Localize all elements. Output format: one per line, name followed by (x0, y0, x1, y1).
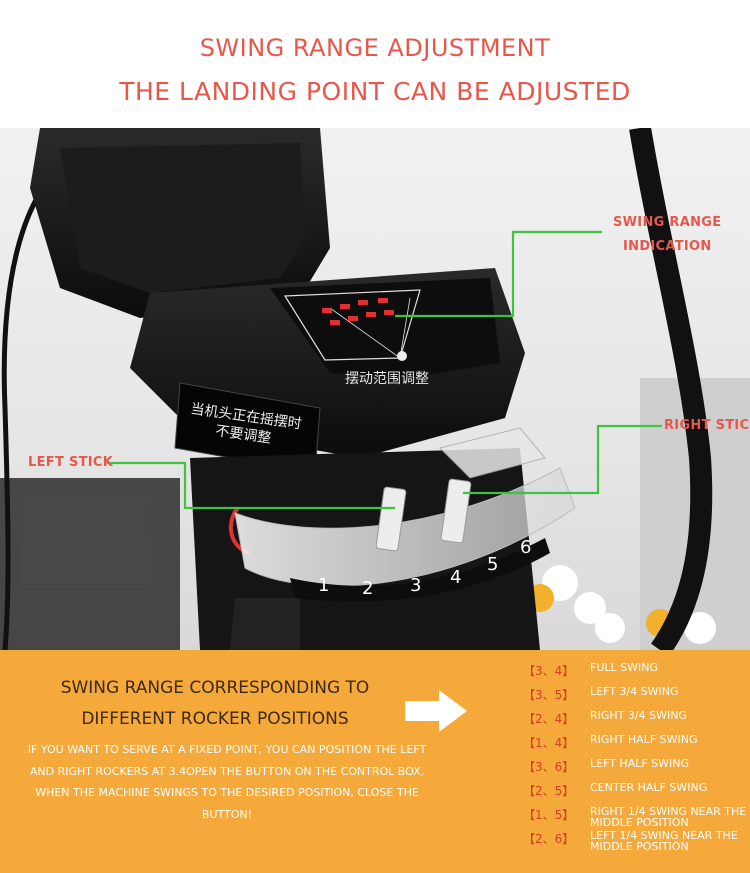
swing-range-callout-line2: INDICATION (623, 239, 712, 254)
scale-number: 3 (410, 575, 421, 596)
list-item: 【2、6】 LEFT 1/4 SWING NEAR THE MIDDLE POS… (523, 830, 748, 854)
list-item: 【2、5】 CENTER HALF SWING (523, 782, 748, 806)
scale-number: 1 (318, 575, 329, 596)
left-stick-callout-line (107, 461, 395, 510)
header-title: SWING RANGE ADJUSTMENT (199, 34, 551, 62)
position-code: 【3、4】 (523, 664, 575, 678)
list-item: 【3、5】 LEFT 3/4 SWING (523, 686, 748, 710)
swing-range-callout-line1: SWING RANGE (613, 215, 722, 230)
left-stick-callout: LEFT STICK (28, 455, 114, 470)
right-stick-callout-line (463, 424, 662, 495)
right-stick-callout: RIGHT STICK (664, 418, 750, 433)
position-code: 【2、6】 (523, 832, 575, 846)
position-description: CENTER HALF SWING (590, 781, 708, 794)
device-label: 摆动范围调整 (345, 370, 429, 387)
list-item: 【3、6】 LEFT HALF SWING (523, 758, 748, 782)
description-line: AND RIGHT ROCKERS AT 3.4OPEN THE BUTTON … (29, 764, 425, 778)
position-code: 【3、5】 (523, 688, 575, 702)
swing-range-callout-line (395, 230, 602, 318)
position-description: LEFT HALF SWING (590, 757, 690, 770)
info-panel: SWING RANGE CORRESPONDING TO DIFFERENT R… (0, 650, 750, 873)
panel-title-line2: DIFFERENT ROCKER POSITIONS (81, 709, 349, 729)
scale-number: 5 (487, 554, 498, 575)
panel-title-line1: SWING RANGE CORRESPONDING TO (60, 678, 370, 698)
panel-description: IF YOU WANT TO SERVE AT A FIXED POINT, Y… (12, 739, 442, 825)
description-line: BUTTON! (201, 807, 253, 821)
description-line: WHEN THE MACHINE SWINGS TO THE DESIRED P… (35, 786, 419, 799)
product-photo: 摆动范围调整 当机头正在摇摆时 不要调整 1 2 3 4 5 6 SWING R… (0, 128, 750, 650)
position-code: 【1、4】 (523, 736, 575, 750)
position-description: RIGHT HALF SWING (590, 733, 698, 746)
right-arrow-icon (405, 690, 467, 732)
position-code: 【2、4】 (523, 712, 575, 726)
scale-number: 4 (450, 567, 461, 588)
scale-number: 2 (362, 578, 373, 599)
list-item: 【1、4】 RIGHT HALF SWING (523, 734, 748, 758)
list-item: 【3、4】 FULL SWING (523, 662, 748, 686)
list-item: 【2、4】 RIGHT 3/4 SWING (523, 710, 748, 734)
scale-number: 6 (520, 537, 531, 558)
position-description: RIGHT 3/4 SWING (590, 709, 687, 722)
position-code: 【2、5】 (523, 784, 575, 798)
rocker-scale: 1 2 3 4 5 6 (318, 537, 531, 599)
position-description: RIGHT 1/4 SWING NEAR THE MIDDLE POSITION (590, 805, 747, 829)
position-code: 【1、5】 (523, 808, 575, 822)
header-subtitle: THE LANDING POINT CAN BE ADJUSTED (119, 77, 631, 106)
warning-line-2: 不要调整 (214, 423, 272, 447)
machine-illustration: 摆动范围调整 当机头正在摇摆时 不要调整 1 2 3 4 5 6 (0, 128, 750, 650)
position-code: 【3、6】 (523, 760, 575, 774)
list-item: 【1、5】 RIGHT 1/4 SWING NEAR THE MIDDLE PO… (523, 806, 748, 830)
header: SWING RANGE ADJUSTMENT THE LANDING POINT… (0, 0, 750, 128)
position-description: FULL SWING (590, 661, 658, 674)
position-description: LEFT 3/4 SWING (590, 685, 679, 698)
position-description: LEFT 1/4 SWING NEAR THE MIDDLE POSITION (590, 829, 738, 853)
description-line: IF YOU WANT TO SERVE AT A FIXED POINT, Y… (27, 743, 427, 756)
